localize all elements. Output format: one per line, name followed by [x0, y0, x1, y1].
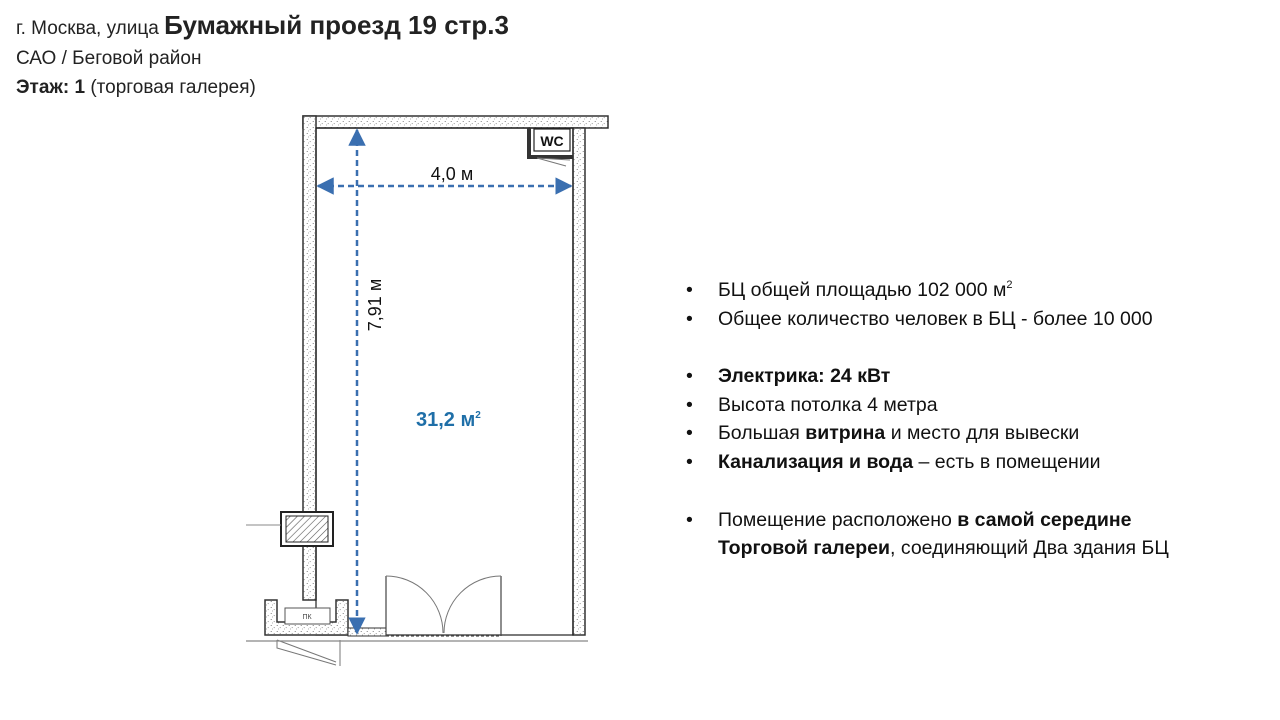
feature-sup: 2: [1006, 279, 1013, 291]
feature-item: Канализация и вода – есть в помещении: [686, 448, 1266, 477]
wc-room: WC: [527, 128, 573, 167]
wall-left: [302, 115, 317, 601]
wall-stub: [347, 627, 387, 637]
features-list: БЦ общей площадью 102 000 м2Общее количе…: [686, 276, 1266, 563]
address-line: г. Москва, улица Бумажный проезд 19 стр.…: [16, 10, 509, 44]
feature-text-bold: Электрика: 24 кВт: [718, 365, 891, 388]
wall-right: [572, 127, 586, 636]
wall-top: [302, 115, 609, 129]
feature-text-bold: Торговой галереи: [718, 537, 891, 560]
floor-value: 1: [74, 77, 86, 98]
area-value: 31,2 м2: [416, 409, 481, 431]
features-ul: БЦ общей площадью 102 000 м2Общее количе…: [686, 276, 1266, 563]
address-street: Бумажный проезд 19 стр.3: [164, 10, 509, 40]
feature-text: и место для вывески: [885, 422, 1080, 445]
feature-item: Электрика: 24 кВт: [686, 362, 1266, 391]
feature-text: Высота потолка 4 метра: [718, 393, 938, 416]
floor-line: Этаж: 1 (торговая галерея): [16, 74, 509, 101]
feature-item: Большая витрина и место для вывески: [686, 419, 1266, 448]
floor-label: Этаж:: [16, 77, 70, 98]
list-gap: [686, 477, 1266, 506]
feature-text-bold: Канализация и вода: [718, 450, 914, 473]
district: САО / Беговой район: [16, 48, 202, 69]
length-label: 7,91 м: [365, 279, 385, 331]
wc-label: WC: [540, 133, 563, 149]
fire-cabinet: ПК: [264, 599, 349, 666]
feature-text-bold: витрина: [805, 422, 886, 445]
entrance-doors: [385, 575, 502, 637]
feature-item: Помещение расположено в самой середине: [686, 506, 1266, 535]
length-dimension: 7,91 м: [348, 128, 385, 635]
feature-text: БЦ общей площадью 102 000 м: [718, 279, 1007, 301]
pk-label: ПК: [302, 614, 312, 621]
feature-item: Торговой галереи, соединяющий Два здания…: [686, 534, 1266, 563]
floor-note: (торговая галерея): [90, 77, 256, 98]
header: г. Москва, улица Бумажный проезд 19 стр.…: [16, 10, 509, 101]
address-prefix: г. Москва, улица: [16, 18, 159, 39]
feature-text: Большая: [718, 422, 806, 445]
feature-text: Помещение расположено: [718, 508, 958, 531]
list-gap: [686, 333, 1266, 362]
feature-item: Высота потолка 4 метра: [686, 391, 1266, 420]
area-label: 31,2 м2: [416, 409, 481, 431]
feature-text: – есть в помещении: [913, 450, 1101, 473]
width-label: 4,0 м: [431, 164, 473, 184]
feature-text: Общее количество человек в БЦ - более 10…: [718, 307, 1153, 330]
room-outline: [315, 127, 574, 636]
feature-text: , соединяющий Два здания БЦ: [890, 537, 1169, 560]
feature-text-bold: в самой середине: [957, 508, 1132, 531]
feature-item: БЦ общей площадью 102 000 м2: [686, 276, 1266, 305]
column: [246, 511, 334, 547]
feature-item: Общее количество человек в БЦ - более 10…: [686, 305, 1266, 334]
